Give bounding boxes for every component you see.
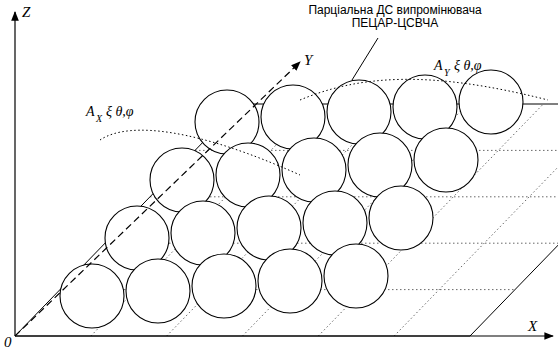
partial-patterns bbox=[60, 70, 523, 328]
axis-label: Z bbox=[22, 4, 30, 21]
x-axis bbox=[15, 335, 553, 336]
axis-label: X bbox=[528, 318, 537, 335]
z-axis bbox=[14, 12, 15, 336]
callout-label: Парціальна ДС випромінювача ПЕЦАР-ЦСВЧА bbox=[300, 4, 490, 30]
pattern-circle bbox=[369, 186, 433, 250]
axis-label: Y bbox=[304, 52, 312, 69]
leader-line bbox=[352, 38, 378, 80]
function-label: A bbox=[86, 104, 95, 119]
pattern-circle bbox=[324, 244, 388, 308]
ay-curve bbox=[300, 79, 548, 100]
pattern-circle bbox=[60, 264, 124, 328]
pattern-circle bbox=[126, 259, 190, 323]
function-label: ξ θ,φ bbox=[454, 58, 482, 73]
ax-curve bbox=[100, 130, 300, 175]
pattern-circle bbox=[459, 70, 523, 134]
y-axis bbox=[15, 62, 300, 336]
pattern-circle bbox=[192, 254, 256, 318]
function-subscript: X bbox=[96, 113, 102, 124]
pattern-circle bbox=[414, 128, 478, 192]
function-label: ξ θ,φ bbox=[106, 104, 134, 119]
pattern-circle bbox=[258, 249, 322, 313]
function-label: A bbox=[434, 58, 443, 73]
origin-label: 0 bbox=[4, 334, 12, 351]
function-subscript: Y bbox=[444, 67, 450, 78]
